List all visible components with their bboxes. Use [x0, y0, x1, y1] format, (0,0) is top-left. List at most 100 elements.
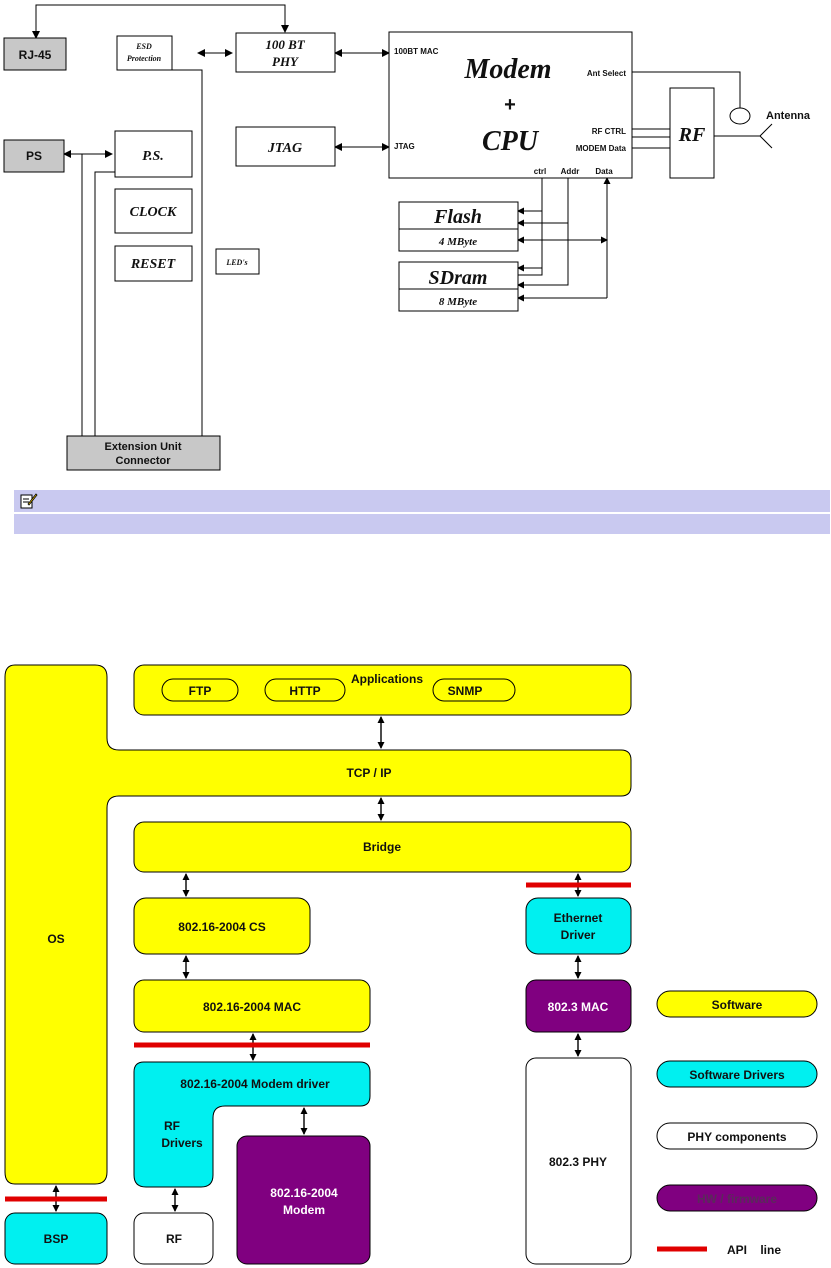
flash-size-label: 4 MByte — [438, 236, 477, 248]
legend-hw-label: HW / firmware — [697, 1192, 777, 1206]
extension-box — [66, 435, 221, 471]
applications-label: Applications — [351, 672, 423, 686]
port-100bt-mac: 100BT MAC — [394, 47, 439, 56]
mac-8023-box — [525, 979, 632, 1033]
eth-driver-label-2: Driver — [561, 928, 596, 942]
hardware-boxes — [3, 31, 715, 471]
bsp-box — [4, 1212, 108, 1265]
flash-box — [398, 201, 519, 252]
mac-label: 802.16-2004 MAC — [203, 1000, 301, 1014]
esd-box — [116, 35, 173, 71]
software-diagram — [4, 664, 818, 1265]
tcpip-label: TCP / IP — [346, 766, 391, 780]
ext-line-3 — [172, 69, 203, 436]
addr-bus — [517, 178, 569, 289]
pencil-note-icon — [20, 493, 38, 509]
http-pill — [264, 678, 346, 702]
cpu-title: CPU — [482, 126, 540, 157]
bsp-label: BSP — [44, 1232, 69, 1246]
extension-label-2: Connector — [116, 455, 172, 467]
cs-box — [133, 897, 311, 955]
antenna-label: Antenna — [766, 110, 811, 122]
rf-sw-label: RF — [166, 1232, 182, 1246]
modem-driver-label: 802.16-2004 Modem driver — [180, 1077, 330, 1091]
modem-title: Modem — [463, 54, 551, 85]
antenna-icon — [722, 123, 773, 149]
rf-box-sw — [133, 1212, 214, 1265]
ext-line-2 — [94, 171, 115, 436]
rf-drivers-label-1: RF — [164, 1119, 180, 1133]
modem-hw-label-2: Modem — [283, 1203, 325, 1217]
phy-label-2: PHY — [272, 54, 299, 69]
ftp-pill — [161, 678, 239, 702]
legend-software-swatch — [656, 990, 818, 1018]
rf-label: RF — [678, 124, 706, 146]
sdram-box — [398, 261, 519, 312]
software-arrows — [52, 716, 582, 1212]
port-data: Data — [595, 167, 613, 176]
port-ctrl: ctrl — [534, 167, 546, 176]
bridge-label: Bridge — [363, 840, 401, 854]
os-label: OS — [47, 932, 64, 946]
esd-label-2: Protection — [127, 54, 162, 63]
mac-8023-label: 802.3 MAC — [548, 1000, 609, 1014]
port-jtag: JTAG — [394, 142, 415, 151]
hardware-diagram — [32, 4, 773, 436]
eth-driver-box — [525, 897, 632, 955]
phy-box — [235, 32, 336, 73]
phy-8023-box — [525, 1057, 632, 1265]
modem-hw-label-1: 802.16-2004 — [270, 1186, 338, 1200]
reset-label: RESET — [130, 257, 177, 272]
rf-drivers-label-2: Drivers — [161, 1136, 203, 1150]
legend-phy-swatch — [656, 1122, 818, 1150]
ps-block-label: P.S. — [142, 149, 164, 164]
rj45-phy-link — [32, 4, 289, 39]
port-rf-ctrl: RF CTRL — [592, 127, 626, 136]
os-tcpip-shape — [4, 664, 632, 1185]
phy-label-1: 100 BT — [265, 37, 305, 52]
legend-drivers-swatch — [656, 1060, 818, 1088]
legend-drivers-label: Software Drivers — [689, 1068, 785, 1082]
modem-hw-box — [236, 1135, 371, 1265]
sdram-label: SDram — [429, 267, 488, 289]
port-ant-select: Ant Select — [587, 69, 626, 78]
jtag-label: JTAG — [267, 141, 302, 156]
antenna-element — [729, 107, 751, 125]
snmp-label: SNMP — [448, 684, 483, 698]
plus-sign: + — [504, 94, 516, 116]
esd-label-1: ESD — [135, 42, 152, 51]
ps-box — [3, 139, 65, 173]
modem-driver-shape — [133, 1061, 371, 1188]
ftp-label: FTP — [189, 684, 212, 698]
port-modem-data: MODEM Data — [576, 144, 627, 153]
applications-box — [133, 664, 632, 716]
mac-box — [133, 979, 371, 1033]
api-lines — [5, 882, 707, 1252]
http-label: HTTP — [289, 684, 320, 698]
modem-cpu-box — [388, 31, 633, 179]
ps-block-box — [114, 130, 193, 178]
note-bar — [14, 490, 830, 534]
legend-phy-label: PHY components — [687, 1130, 786, 1144]
reset-box — [114, 245, 193, 282]
legend-hw-swatch — [656, 1184, 818, 1212]
leds-label: LED's — [225, 258, 247, 267]
rj45-label: RJ-45 — [19, 48, 52, 62]
sdram-size-label: 8 MByte — [439, 296, 477, 308]
eth-driver-label-1: Ethernet — [554, 911, 603, 925]
extension-label-1: Extension Unit — [104, 441, 181, 453]
port-addr: Addr — [561, 167, 580, 176]
clock-box — [114, 188, 193, 234]
leds-box — [215, 248, 260, 275]
snmp-pill — [432, 678, 516, 702]
legend-software-label: Software — [712, 998, 763, 1012]
cs-label: 802.16-2004 CS — [178, 920, 265, 934]
phy-8023-label: 802.3 PHY — [549, 1155, 607, 1169]
legend-api-label: API line — [727, 1243, 781, 1257]
ps-label: PS — [26, 149, 42, 163]
bridge-box — [133, 821, 632, 873]
jtag-box — [235, 126, 336, 167]
ctrl-bus — [518, 178, 543, 276]
hardware-labels: RJ-45 ESD Protection 100 BT PHY PS P.S. … — [19, 37, 811, 467]
